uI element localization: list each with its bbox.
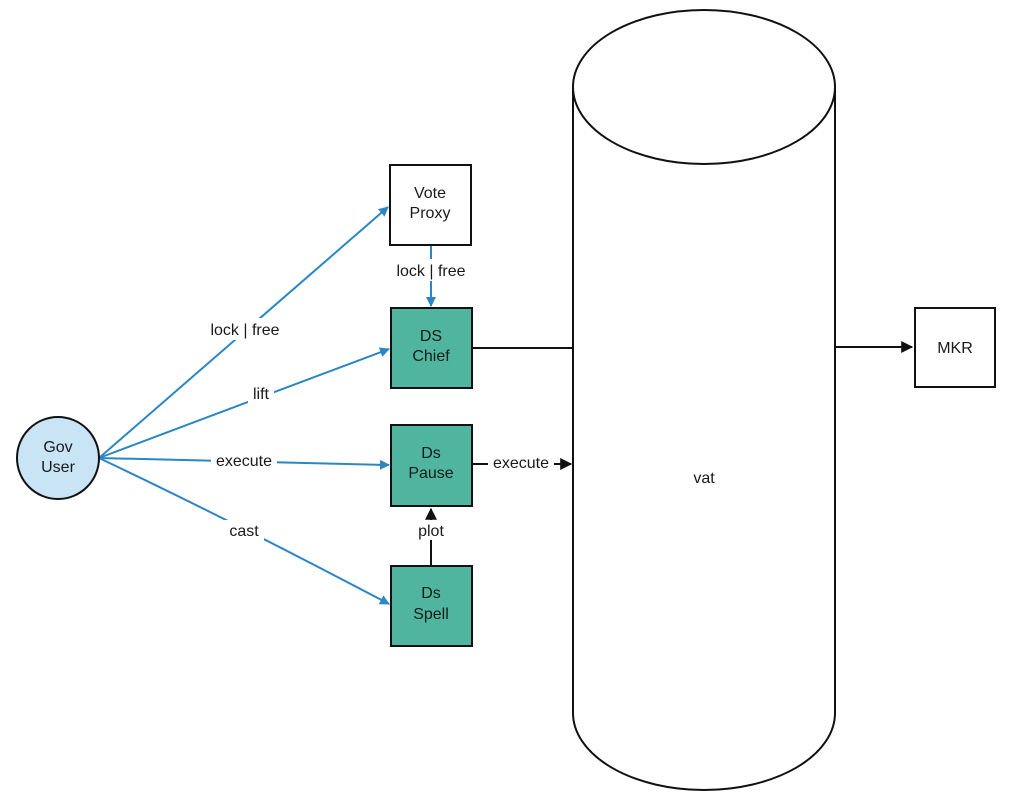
node-mkr[interactable]: MKR [914,307,996,388]
edge-label-lock-free-proxy: lock | free [396,263,465,280]
edge-label-cast: cast [229,523,259,540]
node-vote-proxy[interactable]: Vote Proxy [389,164,472,246]
gov-user-circle [16,416,100,500]
ds-spell-box [390,565,473,647]
edge-proxy-to-chief: lock | free [389,246,473,307]
edge-spell-to-pause: plot [413,507,449,565]
gov-user-label-line1: Gov [43,439,72,456]
node-gov-user[interactable]: Gov User [16,416,100,500]
vote-proxy-label-line1: Vote [414,185,446,202]
mkr-box [914,307,996,388]
edge-label-execute-vat: execute [493,455,549,472]
ds-pause-label-line2: Pause [408,465,453,482]
edge-user-to-spell: cast [98,457,390,605]
ds-pause-box [390,424,473,507]
ds-chief-label-line2: Chief [412,348,450,365]
ds-pause-label-line1: Ds [421,445,441,462]
node-ds-pause[interactable]: Ds Pause [390,424,473,507]
edge-label-lift: lift [253,386,270,403]
edge-user-to-proxy: lock | free [98,206,389,459]
edge-line [98,347,390,459]
edge-label-lock-free: lock | free [210,322,279,339]
edge-pause-to-vat: execute [472,452,573,472]
ds-chief-box [390,307,473,389]
node-ds-chief[interactable]: DS Chief [390,307,473,389]
edge-user-to-pause: execute [98,450,390,470]
vat-cylinder-top [572,9,836,165]
ds-spell-label-line2: Spell [413,606,449,623]
ds-spell-label-line1: Ds [421,585,441,602]
edge-label-execute: execute [216,453,272,470]
gov-user-label-line2: User [41,459,75,476]
vat-cylinder-body [572,87,836,791]
vat-label: vat [693,470,715,487]
vote-proxy-box [389,164,472,246]
vat-cylinder: vat [572,9,836,791]
ds-chief-label-line1: DS [420,328,442,345]
edge-user-to-chief: lift [98,347,390,459]
vote-proxy-label-line2: Proxy [410,205,451,222]
edge-label-plot: plot [418,523,444,540]
mkr-label: MKR [937,340,973,357]
node-ds-spell[interactable]: Ds Spell [390,565,473,647]
